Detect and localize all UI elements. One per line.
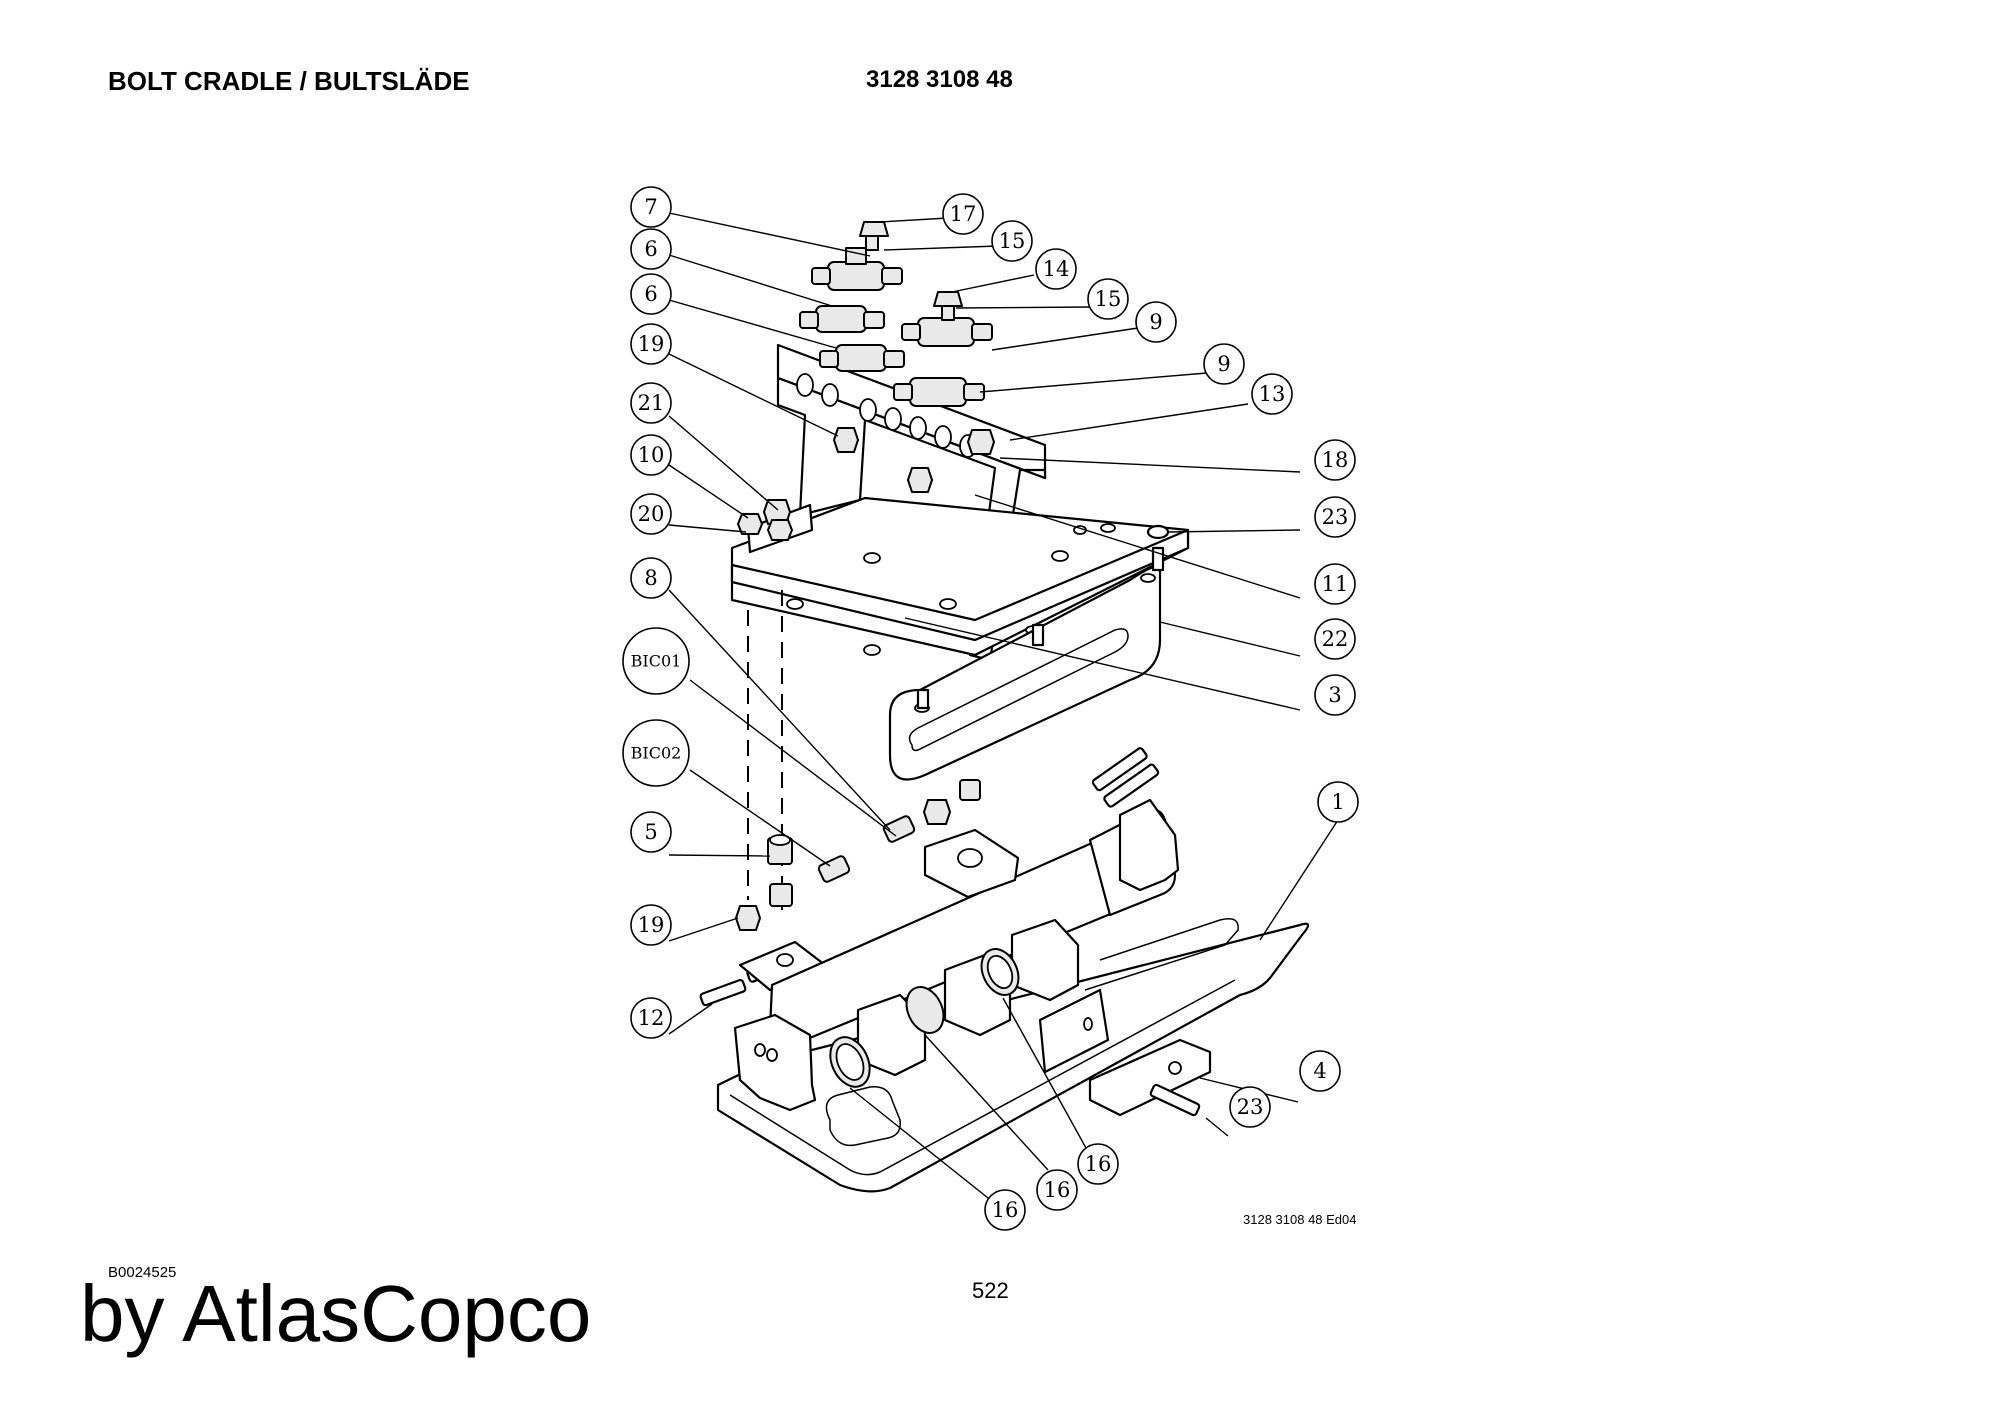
callout-20: 20 [630,493,672,535]
leader-lines [668,212,1339,1199]
callout-4: 4 [1299,1050,1341,1092]
svg-text:17: 17 [950,202,977,226]
callout-16-middle: 16 [1036,1169,1078,1211]
bracket-assembly [730,343,1190,781]
svg-text:6: 6 [644,282,657,306]
svg-text:19: 19 [638,332,665,356]
callout-15-upper: 15 [991,220,1033,262]
callout-9-upper: 9 [1135,301,1177,343]
svg-text:23: 23 [1322,505,1349,529]
callout-21: 21 [630,382,672,424]
callout-23-upper: 23 [1314,496,1356,538]
hydraulic-fittings [737,221,995,554]
callout-16-right: 16 [1077,1143,1119,1185]
callout-8: 8 [630,557,672,599]
svg-text:5: 5 [644,820,657,844]
svg-text:13: 13 [1259,382,1286,406]
callout-bic02: BIC02 [622,719,690,787]
cradle-base [716,798,1310,1193]
callout-6-upper: 6 [630,228,672,270]
callout-5: 5 [630,811,672,853]
callout-17: 17 [942,193,984,235]
callout-9-lower: 9 [1203,343,1245,385]
svg-text:12: 12 [638,1006,665,1030]
callout-7: 7 [630,186,672,228]
svg-text:23: 23 [1237,1095,1264,1119]
svg-text:3: 3 [1328,683,1341,707]
callout-23-lower: 23 [1229,1086,1271,1128]
svg-text:BIC02: BIC02 [631,744,682,763]
svg-text:20: 20 [638,502,665,526]
svg-text:7: 7 [644,195,657,219]
svg-text:9: 9 [1149,310,1162,334]
svg-text:10: 10 [638,443,665,467]
page-number: 522 [972,1278,1009,1303]
loose-parts [699,747,1160,1007]
callout-15-lower: 15 [1087,278,1129,320]
svg-text:16: 16 [1085,1152,1112,1176]
svg-text:22: 22 [1322,627,1349,651]
svg-text:15: 15 [999,229,1026,253]
svg-text:8: 8 [644,566,657,590]
callout-16-left: 16 [984,1189,1026,1231]
drawing-edition: 3128 3108 48 Ed04 [1243,1212,1357,1227]
svg-text:16: 16 [992,1198,1019,1222]
callout-22: 22 [1314,618,1356,660]
callout-13: 13 [1251,373,1293,415]
svg-text:1: 1 [1331,790,1344,814]
callout-bic01: BIC01 [622,627,690,695]
svg-text:BIC01: BIC01 [631,652,682,671]
callout-19-lower: 19 [630,904,672,946]
svg-text:15: 15 [1095,287,1122,311]
svg-text:9: 9 [1217,352,1230,376]
callout-12: 12 [630,997,672,1039]
svg-text:16: 16 [1044,1178,1071,1202]
svg-text:4: 4 [1313,1059,1326,1083]
callout-3: 3 [1314,674,1356,716]
callout-19-upper: 19 [630,323,672,365]
svg-text:21: 21 [638,391,665,415]
callout-1: 1 [1317,781,1359,823]
svg-text:19: 19 [638,913,665,937]
callout-14: 14 [1035,248,1077,290]
page-title: BOLT CRADLE / BULTSLÄDE [108,66,470,96]
callout-6-lower: 6 [630,273,672,315]
callout-10: 10 [630,434,672,476]
callout-11: 11 [1314,563,1356,605]
document-id: B0024525 [108,1264,177,1281]
brand-watermark: by AtlasCopco [80,1269,592,1358]
svg-text:18: 18 [1322,448,1349,472]
part-number: 3128 3108 48 [866,66,1013,93]
callouts: 7 6 6 19 21 10 20 8 BIC01 BIC02 5 19 12 … [622,186,1359,1231]
svg-text:11: 11 [1322,572,1349,596]
callout-18: 18 [1314,439,1356,481]
svg-text:14: 14 [1043,257,1070,281]
svg-text:6: 6 [644,237,657,261]
